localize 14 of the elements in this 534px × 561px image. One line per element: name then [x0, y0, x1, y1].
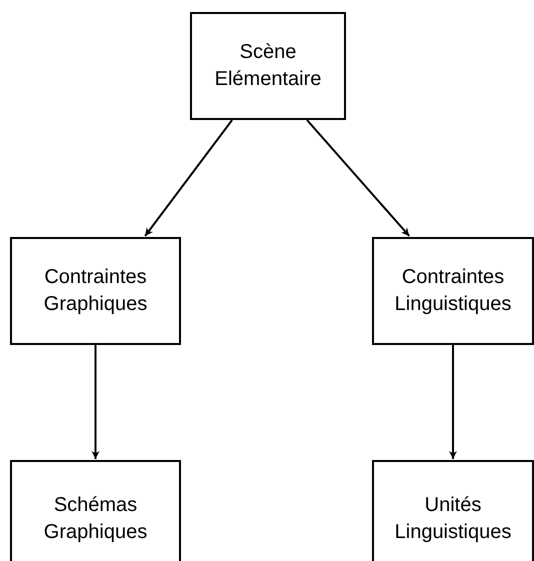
arrow: [92, 345, 100, 459]
box-label: Contraintes Graphiques: [42, 265, 148, 317]
box-label: Scène Elémentaire: [214, 40, 322, 92]
arrow: [449, 345, 457, 459]
box-label: Contraintes Linguistiques: [394, 265, 512, 317]
box-label: Unités Linguistiques: [394, 493, 512, 545]
arrow: [306, 119, 410, 237]
process-box: [190, 12, 346, 120]
box-label: Schémas Graphiques: [42, 493, 148, 545]
process-box: [372, 237, 534, 345]
process-box: [10, 460, 181, 561]
process-box: [372, 460, 534, 561]
arrow: [144, 119, 233, 237]
process-box: [10, 237, 181, 345]
